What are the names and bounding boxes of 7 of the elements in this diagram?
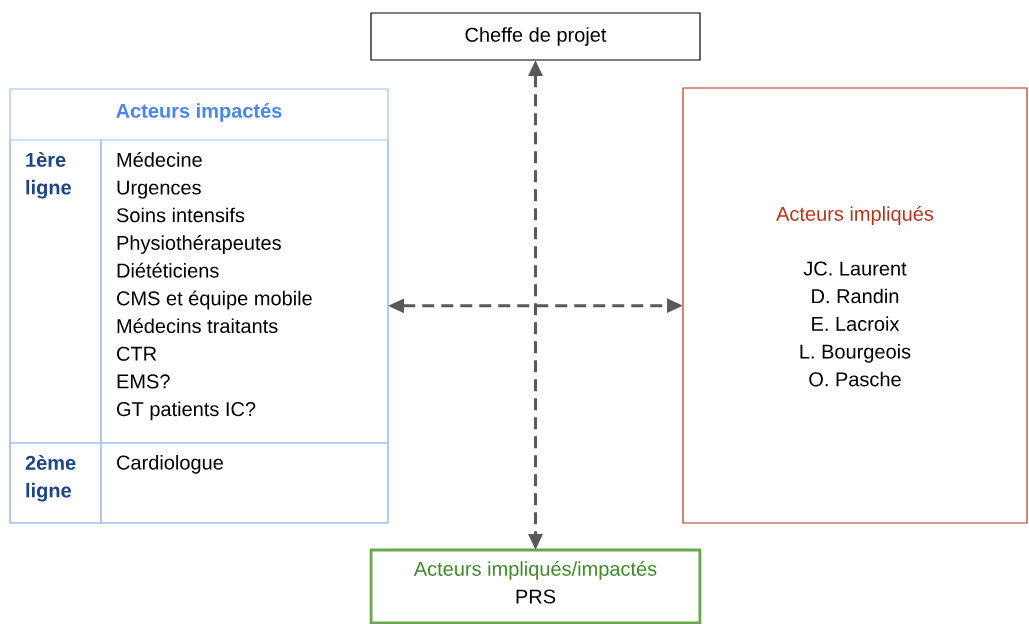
role-box: Acteurs impliqués/impactés PRS xyxy=(369,548,702,624)
table-cell: 1ère ligne xyxy=(9,139,102,444)
role-box: Cheffe de projet xyxy=(370,12,701,61)
names-box: Acteurs impliqués JC. Laurent D. Randin E. Lacroix L. Bourgeois O. Pasche xyxy=(682,87,1028,524)
table-cell: 2ème ligne xyxy=(9,442,102,524)
table-cell: Cardiologue xyxy=(100,442,389,524)
table-cell: Médecine Urgences Soins intensifs Physiothérapeutes Diététiciens CMS et équipe mobile Médecins traitants CTR EMS? GT patients IC? xyxy=(100,139,389,444)
